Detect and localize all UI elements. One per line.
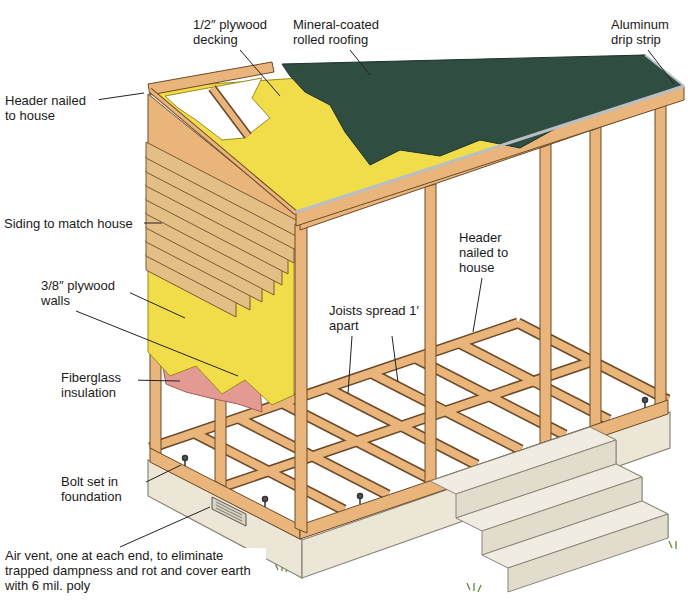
foundation-bolts [358, 494, 363, 499]
stairs [430, 427, 668, 592]
leader-lines [142, 465, 181, 484]
leader-lines [76, 311, 238, 376]
leader-lines [120, 507, 210, 547]
roof [148, 55, 684, 226]
callout-label: Joists spread 1′ apart [328, 303, 420, 333]
leader-lines [240, 50, 280, 96]
foundation-bolts [263, 497, 268, 502]
wall-posts [425, 184, 436, 483]
corner-post [295, 222, 307, 533]
callout-label: 3/8″ plywood walls [40, 278, 130, 308]
grass [669, 541, 676, 549]
foundation-bolts [183, 456, 188, 461]
wall-posts [655, 105, 666, 405]
sill-beams [150, 448, 300, 539]
leader-lines [350, 50, 370, 75]
leader-lines [76, 50, 674, 547]
grass [467, 583, 481, 592]
leader-lines [473, 278, 482, 332]
roof [645, 55, 684, 86]
stairs [508, 514, 668, 592]
wall-posts [540, 144, 551, 444]
leader-lines [96, 93, 144, 100]
roof [282, 55, 684, 165]
leader-lines [392, 336, 398, 382]
roof [150, 90, 296, 213]
callout-label: Fiberglass insulation [60, 370, 138, 400]
callout-label: Header nailed to house [458, 230, 522, 275]
floor-joists [238, 418, 388, 495]
leader-lines [648, 50, 674, 84]
callout-label: Mineral-coated rolled roofing [292, 17, 404, 47]
floor-joists [238, 418, 388, 495]
roof [150, 90, 296, 213]
floor-joists [371, 373, 521, 450]
callout-label: 1/2″ plywood decking [192, 17, 280, 47]
callout-label: Aluminum drip strip [610, 17, 684, 47]
callout-label: Air vent, one at each end, to eliminate … [4, 548, 266, 593]
roof [296, 86, 684, 212]
leader-lines [144, 223, 162, 224]
leader-lines [124, 290, 185, 318]
leader-lines [348, 336, 352, 394]
foundation-bolts [643, 398, 648, 403]
floor-joists [371, 373, 521, 450]
roof [212, 88, 248, 136]
floor-joists [327, 388, 477, 465]
roof [212, 88, 248, 136]
callout-label: Header nailed to house [4, 93, 99, 123]
wall-posts [590, 127, 601, 427]
callout-label: Bolt set in foundation [60, 474, 146, 504]
floor-joists [327, 388, 477, 465]
corner-post [295, 222, 307, 533]
callout-label: Siding to match house [3, 216, 134, 231]
